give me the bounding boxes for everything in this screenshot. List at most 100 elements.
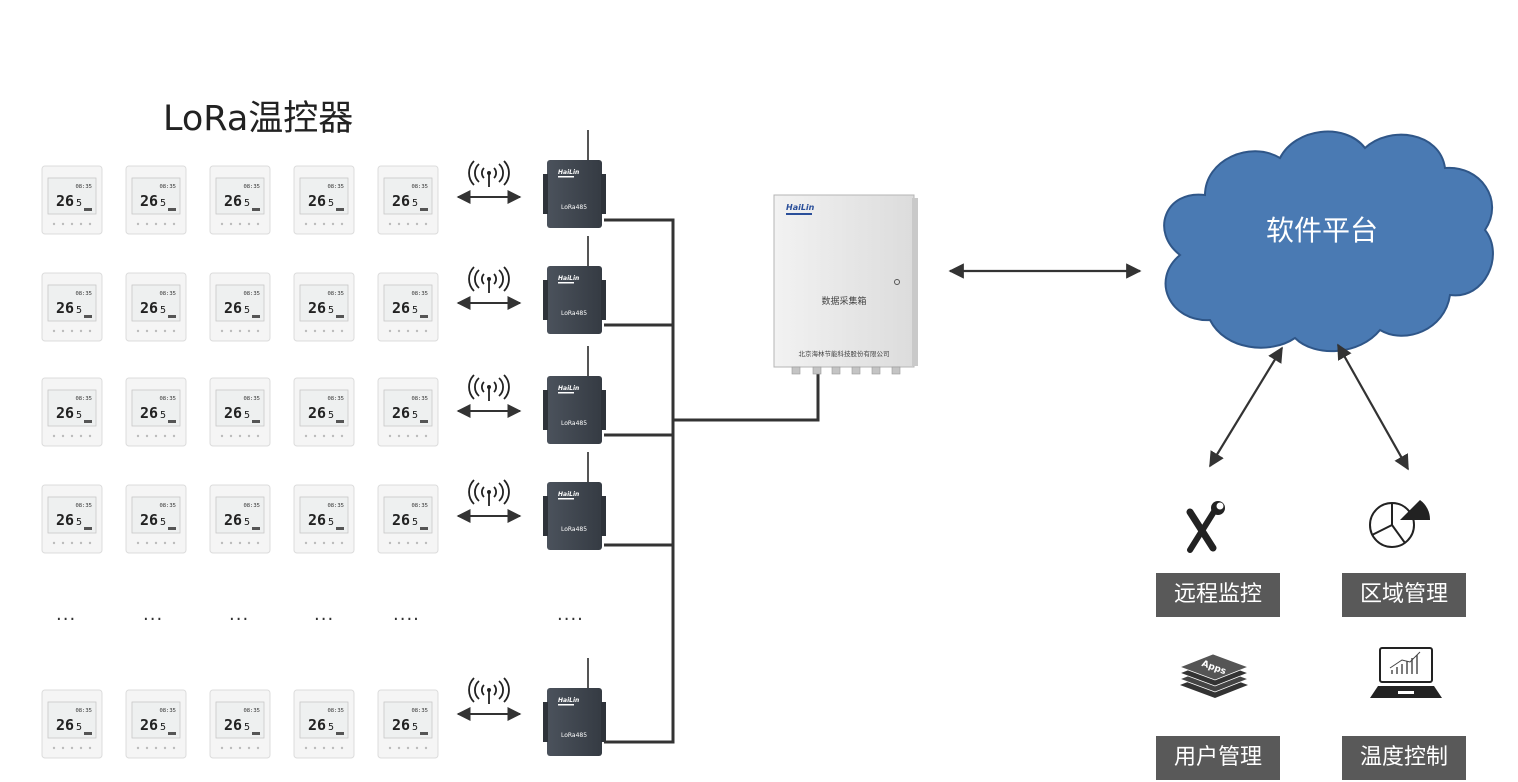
gateway-model: LoRa485	[561, 732, 587, 739]
thermostat-time: 08:35	[411, 708, 428, 714]
thermostat-time: 08:35	[327, 396, 344, 402]
thermostat-time: 08:35	[75, 503, 92, 509]
thermostat-temperature: 26	[392, 511, 410, 529]
thermostat-temperature: 26	[224, 404, 242, 422]
thermostat-temperature-decimal: 5	[412, 198, 418, 209]
gateway-model: LoRa485	[561, 526, 587, 533]
thermostat-temperature: 26	[140, 511, 158, 529]
cloud-right-arrow	[1337, 343, 1409, 471]
thermostat-time: 08:35	[411, 503, 428, 509]
thermostat-temperature: 26	[140, 404, 158, 422]
thermostat-temperature: 26	[392, 299, 410, 317]
ellipsis-2: ...	[143, 604, 164, 625]
collector-company: 北京海林节能科技股份有限公司	[799, 349, 890, 358]
thermostat-time: 08:35	[243, 396, 260, 402]
gateway-column: HaiLinLoRa485HaiLinLoRa485HaiLinLoRa485H…	[456, 130, 606, 756]
pie-chart-icon	[1369, 500, 1431, 548]
thermostat-temperature: 26	[224, 511, 242, 529]
thermostat-temperature: 26	[392, 192, 410, 210]
thermostat-temperature-decimal: 5	[244, 410, 250, 421]
gateway-brand: HaiLin	[558, 169, 579, 176]
thermostat-temperature: 26	[140, 716, 158, 734]
thermostat-temperature-decimal: 5	[328, 410, 334, 421]
ellipsis-4: ...	[314, 604, 335, 625]
collector-name: 数据采集箱	[821, 295, 866, 307]
thermostat-temperature-decimal: 5	[412, 410, 418, 421]
thermostat-time: 08:35	[75, 184, 92, 190]
thermostat-time: 08:35	[411, 184, 428, 190]
thermostat-time: 08:35	[327, 291, 344, 297]
thermostat-time: 08:35	[327, 184, 344, 190]
cloud-left-arrow	[1209, 346, 1283, 468]
thermostat-temperature-decimal: 5	[412, 722, 418, 733]
thermostat-temperature-decimal: 5	[160, 410, 166, 421]
thermostat-temperature-decimal: 5	[328, 305, 334, 316]
thermostat-temperature-decimal: 5	[76, 722, 82, 733]
thermostat-time: 08:35	[75, 708, 92, 714]
gateway-model: LoRa485	[561, 310, 587, 317]
thermostat-time: 08:35	[159, 291, 176, 297]
thermostat-temperature-decimal: 5	[328, 517, 334, 528]
thermostat-time: 08:35	[243, 503, 260, 509]
thermostat-temperature-decimal: 5	[160, 722, 166, 733]
wireless-signal-icon	[468, 160, 510, 187]
rs485-bus-wiring	[604, 218, 820, 744]
thermostat-time: 08:35	[243, 291, 260, 297]
thermostat-time: 08:35	[75, 291, 92, 297]
thermostat-temperature: 26	[56, 299, 74, 317]
gateway-brand: HaiLin	[558, 275, 579, 282]
thermostat-temperature: 26	[308, 299, 326, 317]
thermostat-temperature: 26	[56, 192, 74, 210]
thermostat-temperature: 26	[56, 404, 74, 422]
function-label-remote-monitoring: 远程监控	[1156, 573, 1280, 617]
thermostat-temperature: 26	[224, 192, 242, 210]
thermostat-temperature: 26	[392, 404, 410, 422]
ellipsis-6: ....	[557, 604, 584, 625]
data-collector-box: HaiLin 数据采集箱 北京海林节能科技股份有限公司	[773, 194, 918, 375]
thermostat-time: 08:35	[159, 184, 176, 190]
thermostat-time: 08:35	[411, 396, 428, 402]
thermostat-temperature: 26	[308, 716, 326, 734]
thermostat-time: 08:35	[327, 503, 344, 509]
thermostat-temperature: 26	[308, 511, 326, 529]
thermostat-temperature: 26	[224, 716, 242, 734]
software-platform-cloud: 软件平台	[1163, 130, 1494, 353]
thermostat-time: 08:35	[327, 708, 344, 714]
thermostat-time: 08:35	[159, 503, 176, 509]
thermostat-time: 08:35	[411, 291, 428, 297]
thermostat-temperature-decimal: 5	[244, 305, 250, 316]
function-label-area-management: 区域管理	[1342, 573, 1466, 617]
thermostat-temperature: 26	[140, 299, 158, 317]
ellipsis-5: ....	[393, 604, 420, 625]
gateway-brand: HaiLin	[558, 385, 579, 392]
diagram-title: LoRa温控器	[163, 99, 354, 139]
thermostat-temperature-decimal: 5	[412, 517, 418, 528]
thermostat-temperature-decimal: 5	[244, 517, 250, 528]
gateway-model: LoRa485	[561, 204, 587, 211]
thermostat-time: 08:35	[159, 708, 176, 714]
